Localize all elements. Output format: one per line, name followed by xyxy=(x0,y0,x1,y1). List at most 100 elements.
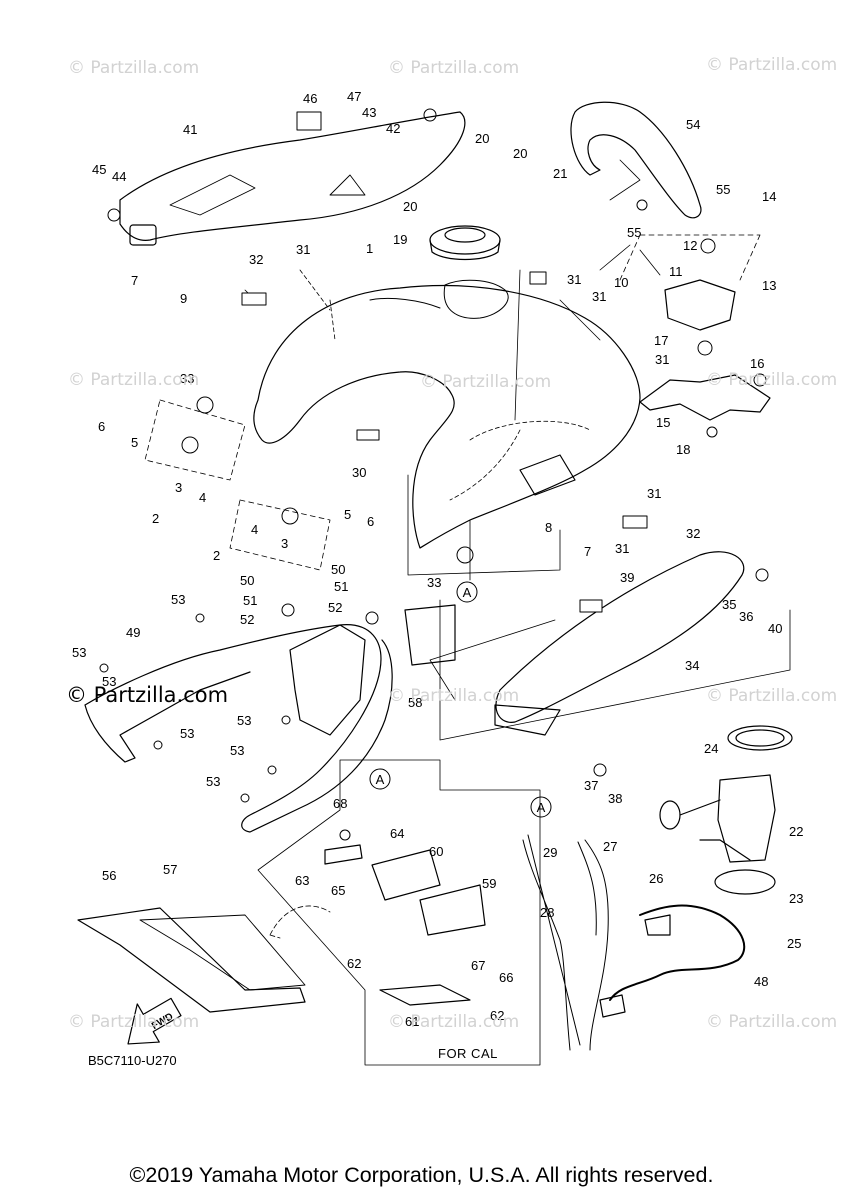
callout-50: 50 xyxy=(331,562,345,577)
callout-52: 52 xyxy=(328,600,342,615)
callout-58: 58 xyxy=(408,695,422,710)
copyright-notice: ©2019 Yamaha Motor Corporation, U.S.A. A… xyxy=(129,1163,714,1187)
callout-35: 35 xyxy=(722,597,736,612)
callout-53: 53 xyxy=(237,713,251,728)
callout-31: 31 xyxy=(655,352,669,367)
side-cover xyxy=(495,551,745,723)
callout-66: 66 xyxy=(499,970,513,985)
callout-40: 40 xyxy=(768,621,782,636)
callout-45: 45 xyxy=(92,162,106,177)
callout-12: 12 xyxy=(683,238,697,253)
callout-67: 67 xyxy=(471,958,485,973)
callout-23: 23 xyxy=(789,891,803,906)
callout-55: 55 xyxy=(627,225,641,240)
callout-64: 64 xyxy=(390,826,404,841)
watermark: © Partzilla.com xyxy=(388,58,520,78)
callout-53: 53 xyxy=(230,743,244,758)
callout-50: 50 xyxy=(240,573,254,588)
callout-48: 48 xyxy=(754,974,768,989)
ref-a-marker: A xyxy=(463,585,472,600)
callout-31: 31 xyxy=(567,272,581,287)
callout-27: 27 xyxy=(603,839,617,854)
watermark: © Partzilla.com xyxy=(706,370,838,390)
callout-60: 60 xyxy=(429,844,443,859)
callout-4: 4 xyxy=(251,522,258,537)
callout-53: 53 xyxy=(180,726,194,741)
callout-53: 53 xyxy=(206,774,220,789)
callout-2: 2 xyxy=(213,548,220,563)
callout-56: 56 xyxy=(102,868,116,883)
callout-42: 42 xyxy=(386,121,400,136)
callout-54: 54 xyxy=(686,117,700,132)
fuel-pump xyxy=(717,774,776,863)
callout-26: 26 xyxy=(649,871,663,886)
callout-3: 3 xyxy=(281,536,288,551)
callout-11: 11 xyxy=(669,264,683,279)
watermark: © Partzilla.com xyxy=(388,1012,520,1032)
watermark: © Partzilla.com xyxy=(68,1012,200,1032)
callout-31: 31 xyxy=(592,289,606,304)
grab-handle xyxy=(570,101,702,219)
callout-2: 2 xyxy=(152,511,159,526)
callout-20: 20 xyxy=(513,146,527,161)
callout-7: 7 xyxy=(131,273,138,288)
callout-46: 46 xyxy=(303,91,317,106)
callout-62: 62 xyxy=(490,1008,504,1023)
callout-32: 32 xyxy=(686,526,700,541)
callout-33: 33 xyxy=(427,575,441,590)
watermark: © Partzilla.com xyxy=(388,686,520,706)
callout-52: 52 xyxy=(240,612,254,627)
callout-68: 68 xyxy=(333,796,347,811)
callout-14: 14 xyxy=(762,189,776,204)
watermark: © Partzilla.com xyxy=(706,1012,838,1032)
callout-59: 59 xyxy=(482,876,496,891)
callout-9: 9 xyxy=(180,291,187,306)
callout-55: 55 xyxy=(716,182,730,197)
callout-5: 5 xyxy=(344,507,351,522)
callout-6: 6 xyxy=(367,514,374,529)
callout-53: 53 xyxy=(102,674,116,689)
callout-4: 4 xyxy=(199,490,206,505)
callout-8: 8 xyxy=(545,520,552,535)
callout-32: 32 xyxy=(249,252,263,267)
callout-1: 1 xyxy=(366,241,373,256)
ref-a-marker: A xyxy=(537,800,546,815)
callout-19: 19 xyxy=(393,232,407,247)
callout-37: 37 xyxy=(584,778,598,793)
callout-65: 65 xyxy=(331,883,345,898)
callout-31: 31 xyxy=(615,541,629,556)
callout-34: 34 xyxy=(685,658,699,673)
callout-15: 15 xyxy=(656,415,670,430)
callout-21: 21 xyxy=(553,166,567,181)
callout-57: 57 xyxy=(163,862,177,877)
watermark: © Partzilla.com xyxy=(420,372,552,392)
frame-bracket xyxy=(84,624,393,833)
diagram-code: B5C7110-U270 xyxy=(88,1053,177,1068)
callout-43: 43 xyxy=(362,105,376,120)
callout-28: 28 xyxy=(540,905,554,920)
watermark: © Partzilla.com xyxy=(68,58,200,78)
callout-44: 44 xyxy=(112,169,126,184)
callout-53: 53 xyxy=(72,645,86,660)
callout-6: 6 xyxy=(98,419,105,434)
callout-41: 41 xyxy=(183,122,197,137)
callout-38: 38 xyxy=(608,791,622,806)
callout-36: 36 xyxy=(739,609,753,624)
callout-61: 61 xyxy=(405,1014,419,1029)
callout-53: 53 xyxy=(171,592,185,607)
callout-31: 31 xyxy=(647,486,661,501)
callout-62: 62 xyxy=(347,956,361,971)
brand-watermark: © Partzilla.com xyxy=(66,683,229,707)
callout-30: 30 xyxy=(352,465,366,480)
variant-note: FOR CAL xyxy=(438,1046,498,1061)
callout-33: 33 xyxy=(180,371,194,386)
callout-3: 3 xyxy=(175,480,182,495)
seat-cowl xyxy=(119,111,466,241)
watermark: © Partzilla.com xyxy=(706,55,838,75)
callout-39: 39 xyxy=(620,570,634,585)
callout-20: 20 xyxy=(475,131,489,146)
callout-10: 10 xyxy=(614,275,628,290)
hose-28 xyxy=(522,834,581,1051)
watermark: © Partzilla.com xyxy=(706,686,838,706)
